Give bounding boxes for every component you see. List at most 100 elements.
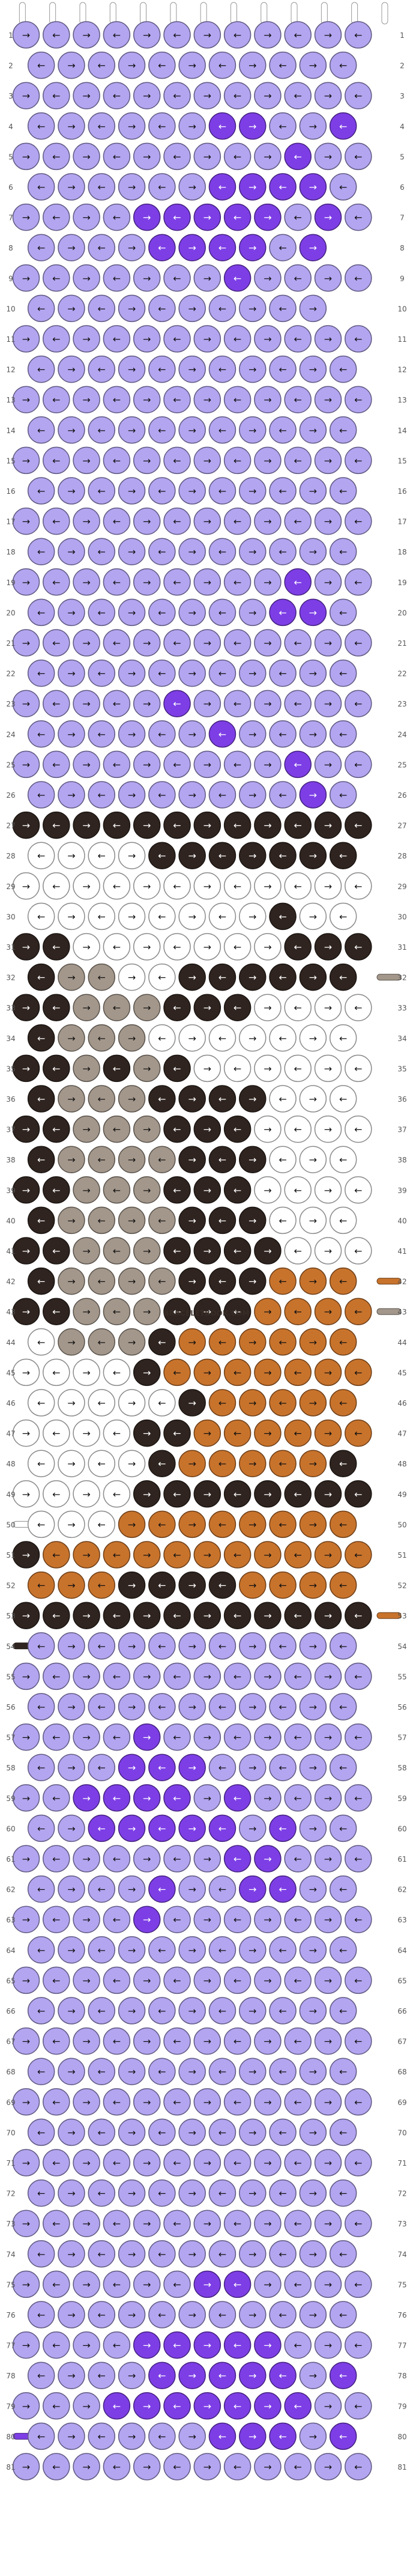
svg-text:←: ← — [354, 1306, 362, 1317]
knot: ← — [148, 1085, 176, 1113]
svg-text:→: → — [188, 364, 196, 375]
svg-text:→: → — [249, 1762, 256, 1773]
svg-text:←: ← — [37, 1458, 45, 1469]
knot: → — [12, 325, 40, 353]
knot: ← — [27, 842, 55, 869]
svg-text:→: → — [188, 1580, 196, 1591]
svg-text:←: ← — [294, 29, 301, 41]
knot: ← — [88, 1389, 115, 1417]
knot: → — [118, 2118, 146, 2146]
svg-text:→: → — [67, 1641, 75, 1652]
svg-text:→: → — [324, 1793, 332, 1804]
svg-text:←: ← — [339, 181, 347, 193]
svg-text:←: ← — [219, 1093, 226, 1105]
svg-text:→: → — [324, 1428, 332, 1439]
knot: ← — [103, 1602, 131, 1629]
svg-text:←: ← — [98, 121, 106, 132]
knot: → — [73, 1541, 100, 1569]
knot: ← — [284, 264, 312, 292]
svg-text:→: → — [203, 151, 211, 162]
knot: → — [73, 2027, 100, 2055]
knot: ← — [329, 51, 357, 79]
knot: ← — [43, 2088, 70, 2116]
svg-text:→: → — [188, 1397, 196, 1409]
svg-text:←: ← — [339, 546, 347, 557]
svg-text:←: ← — [52, 2218, 60, 2229]
svg-text:→: → — [203, 2461, 211, 2473]
svg-text:→: → — [128, 546, 136, 557]
svg-text:←: ← — [173, 1671, 181, 1682]
knot: ← — [223, 203, 252, 231]
svg-text:→: → — [324, 1732, 332, 1743]
knot: ← — [284, 2149, 312, 2177]
svg-text:→: → — [128, 1397, 136, 1409]
svg-text:←: ← — [294, 759, 301, 770]
svg-text:←: ← — [158, 1945, 166, 1956]
knot: ← — [284, 1115, 312, 1143]
knot: → — [193, 142, 222, 171]
svg-text:←: ← — [234, 698, 241, 709]
knot: → — [299, 355, 327, 383]
svg-text:→: → — [324, 2401, 332, 2412]
knot: ← — [27, 1571, 55, 1599]
svg-text:←: ← — [339, 60, 347, 71]
knot: → — [12, 811, 40, 839]
knot: → — [118, 2301, 146, 2328]
row-label-left: 16 — [6, 487, 15, 496]
svg-text:→: → — [82, 820, 90, 831]
knot: ← — [103, 1784, 131, 1812]
svg-text:←: ← — [234, 941, 241, 953]
knot: ← — [163, 690, 191, 717]
svg-text:←: ← — [173, 2279, 181, 2290]
svg-text:←: ← — [279, 1458, 286, 1469]
row-label-left: 48 — [6, 1460, 15, 1468]
svg-text:←: ← — [279, 668, 286, 679]
svg-text:←: ← — [52, 1002, 60, 1013]
knot: ← — [345, 82, 372, 109]
knot: ← — [269, 416, 297, 444]
svg-text:←: ← — [113, 2279, 121, 2290]
knot: ← — [208, 1693, 237, 1721]
svg-text:→: → — [128, 1641, 136, 1652]
svg-text:←: ← — [52, 1732, 60, 1743]
knot: → — [58, 1632, 85, 1660]
knot: ← — [163, 325, 191, 353]
knot: ← — [88, 51, 115, 79]
svg-text:←: ← — [294, 212, 301, 223]
svg-text:←: ← — [98, 1701, 106, 1713]
knot: ← — [208, 2301, 237, 2328]
knot: → — [314, 1298, 342, 1325]
knot: ← — [223, 1541, 252, 1569]
knot: → — [193, 933, 222, 961]
knot: ← — [329, 842, 357, 869]
svg-text:→: → — [203, 29, 211, 41]
svg-text:→: → — [249, 2370, 256, 2381]
svg-text:→: → — [264, 1549, 271, 1561]
knot: → — [118, 1450, 146, 1477]
svg-text:←: ← — [173, 1245, 181, 1257]
svg-text:→: → — [22, 1063, 30, 1074]
svg-text:→: → — [67, 2431, 75, 2442]
knot: → — [193, 629, 222, 657]
knot: → — [239, 355, 267, 383]
svg-text:←: ← — [37, 1701, 45, 1713]
svg-text:←: ← — [234, 881, 241, 892]
svg-text:→: → — [22, 1245, 30, 1257]
svg-text:→: → — [188, 181, 196, 193]
svg-text:→: → — [67, 546, 75, 557]
svg-text:←: ← — [98, 1458, 106, 1469]
knot: ← — [27, 2301, 55, 2328]
row-label-left: 39 — [6, 1186, 15, 1195]
svg-text:→: → — [203, 1610, 211, 1621]
knot: ← — [163, 1906, 191, 1933]
knot: ← — [329, 2301, 357, 2328]
knot: ← — [148, 1814, 176, 1842]
knot: → — [12, 21, 40, 49]
knot: ← — [269, 1875, 297, 1903]
svg-text:→: → — [203, 516, 211, 527]
knot: ← — [329, 1328, 357, 1356]
knot: → — [58, 112, 85, 140]
svg-text:→: → — [203, 1975, 211, 1986]
svg-text:→: → — [203, 2340, 211, 2351]
svg-text:→: → — [188, 1519, 196, 1530]
